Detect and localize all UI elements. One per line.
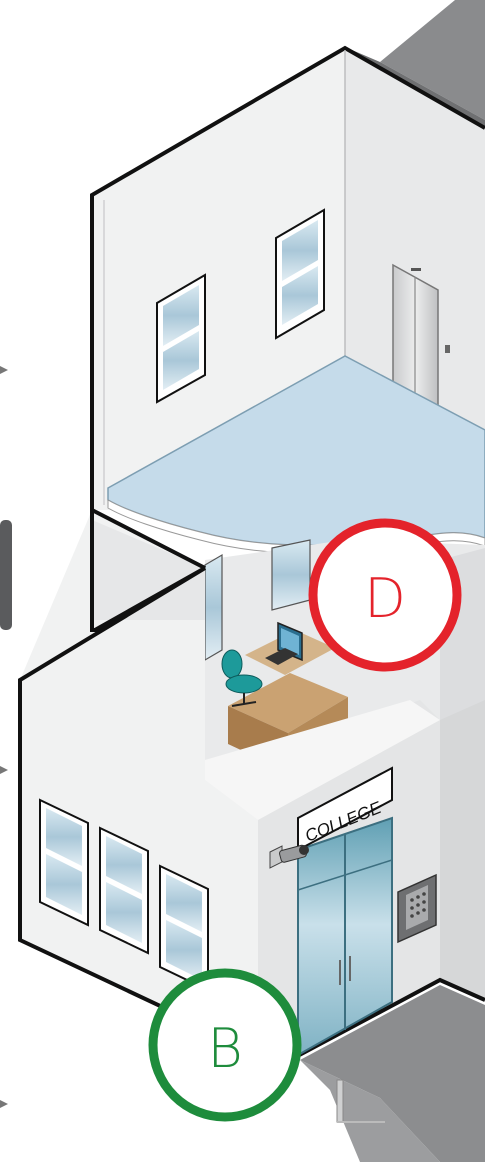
left-edge-arrow-3 [0,1100,8,1108]
ground-wall-right [440,700,485,1000]
window-ground-2 [100,828,148,953]
window-ground-1 [40,800,88,925]
lower-window-right [272,540,310,610]
marker-d: D [313,523,457,667]
marker-d-label: D [364,567,406,630]
marker-b-label: B [207,1017,242,1080]
left-edge-arrow-1 [0,366,8,374]
lower-window-left [205,555,222,660]
marker-b: B [153,973,297,1117]
window-ground-3 [160,866,208,990]
left-edge-arrow-2 [0,766,8,774]
left-edge-device [0,520,12,630]
